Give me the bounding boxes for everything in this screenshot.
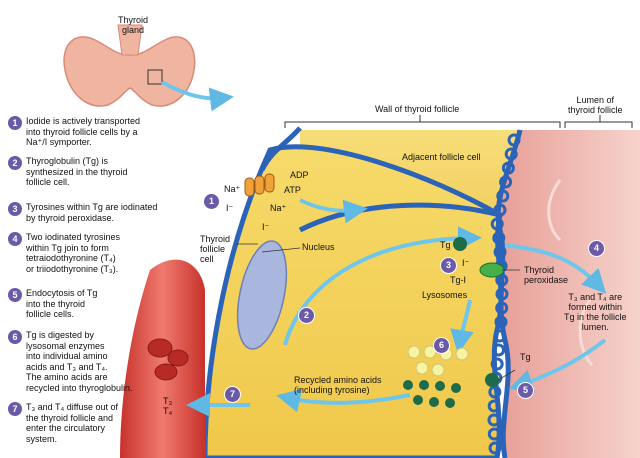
microvillus bbox=[493, 329, 507, 343]
label-recycled: Recycled amino acids (including tyrosine… bbox=[294, 375, 382, 395]
label-follicle-cell: Thyroid follicle cell bbox=[200, 234, 231, 264]
lysosome-cluster bbox=[403, 345, 469, 408]
microvillus bbox=[490, 357, 504, 371]
badge-step-7: 7 bbox=[224, 386, 241, 403]
step-item: 6 Tg is digested by lysosomal enzymes int… bbox=[8, 330, 178, 393]
step-number: 3 bbox=[8, 202, 22, 216]
label-nucleus: Nucleus bbox=[302, 242, 335, 252]
step-number: 2 bbox=[8, 156, 22, 170]
label-na-left: Na⁺ bbox=[224, 184, 241, 194]
step-text: Two iodinated tyrosines within Tg join t… bbox=[26, 232, 121, 274]
badge-step-5: 5 bbox=[517, 382, 534, 399]
microvillus bbox=[495, 301, 509, 315]
step-item: 2 Thyroglobulin (Tg) is synthesized in th… bbox=[8, 156, 178, 188]
label-iodide-left: I⁻ bbox=[226, 203, 234, 213]
step-item: 5 Endocytosis of Tg into the thyroid foll… bbox=[8, 288, 178, 320]
microvillus bbox=[499, 175, 513, 189]
pathway-arrows bbox=[186, 198, 607, 417]
wall-bracket bbox=[284, 121, 561, 128]
microvillus bbox=[492, 231, 506, 245]
tg-endocytosed bbox=[485, 373, 499, 387]
microvillus bbox=[496, 189, 510, 203]
microvillus bbox=[492, 343, 506, 357]
step-text: Iodide is actively transported into thyr… bbox=[26, 116, 141, 147]
step-number: 6 bbox=[8, 330, 22, 344]
badge-step-4: 4 bbox=[588, 240, 605, 257]
microvillus bbox=[487, 399, 501, 413]
label-atp: ATP bbox=[284, 185, 301, 195]
label-tg-lower: Tg bbox=[520, 352, 531, 362]
thyroid-peroxidase-enzyme bbox=[479, 262, 505, 278]
step-number: 1 bbox=[8, 116, 22, 130]
badge-step-6: 6 bbox=[433, 337, 450, 354]
label-t3t4-blood: T₃ T₄ bbox=[163, 396, 173, 416]
label-wall-of-follicle: Wall of thyroid follicle bbox=[375, 104, 460, 114]
tg-vesicle bbox=[453, 237, 467, 251]
microvillus bbox=[501, 161, 515, 175]
thyroid-gland-illustration bbox=[63, 24, 234, 112]
microvillus bbox=[493, 245, 507, 259]
step-item: 1 Iodide is actively transported into thy… bbox=[8, 116, 178, 148]
microvillus bbox=[507, 133, 521, 147]
step-text: Tyrosines within Tg are iodinated by thy… bbox=[26, 202, 158, 223]
label-tg-vesicle: Tg bbox=[440, 240, 451, 250]
na-i-symporter bbox=[244, 173, 275, 197]
step-number: 7 bbox=[8, 402, 22, 416]
nucleus-shape bbox=[236, 240, 288, 350]
step-item: 7 T₃ and T₄ diffuse out of the thyroid fo… bbox=[8, 402, 178, 444]
label-thyroid-gland: Thyroid gland bbox=[118, 15, 149, 35]
microvillus bbox=[490, 217, 504, 231]
microvillus bbox=[487, 413, 501, 427]
badge-step-1: 1 bbox=[203, 193, 220, 210]
microvilli bbox=[487, 133, 521, 455]
step-text: Endocytosis of Tg into the thyroid folli… bbox=[26, 288, 98, 319]
label-thyroid-peroxidase: Thyroid peroxidase bbox=[524, 265, 569, 285]
microvillus bbox=[487, 427, 501, 441]
step-number: 5 bbox=[8, 288, 22, 302]
label-adp: ADP bbox=[290, 170, 309, 180]
label-lysosomes: Lysosomes bbox=[422, 290, 468, 300]
step-item: 3 Tyrosines within Tg are iodinated by th… bbox=[8, 202, 178, 223]
label-iodide-lower: I⁻ bbox=[262, 222, 270, 232]
badge-step-3: 3 bbox=[440, 257, 457, 274]
step-text: T₃ and T₄ diffuse out of the thyroid fol… bbox=[26, 402, 119, 444]
microvillus bbox=[488, 385, 502, 399]
microvillus bbox=[488, 441, 502, 455]
step-number: 4 bbox=[8, 232, 22, 246]
step-text: Tg is digested by lysosomal enzymes into… bbox=[26, 330, 133, 393]
label-iodide-peroxidase: I⁻ bbox=[462, 258, 470, 268]
label-tg-i: Tg-I bbox=[450, 275, 467, 285]
microvillus bbox=[495, 287, 509, 301]
lumen-bracket bbox=[564, 121, 633, 128]
microvillus bbox=[504, 147, 518, 161]
microvillus bbox=[495, 273, 509, 287]
badge-step-2: 2 bbox=[298, 307, 315, 324]
label-lumen: Lumen of thyroid follicle bbox=[568, 95, 623, 115]
blood-vessel bbox=[120, 259, 205, 458]
step-item: 4 Two iodinated tyrosines within Tg join … bbox=[8, 232, 178, 274]
label-na-right: Na⁺ bbox=[270, 203, 287, 213]
step-text: Thyroglobulin (Tg) is synthesized in the… bbox=[26, 156, 128, 187]
zoom-box bbox=[147, 69, 163, 85]
microvillus bbox=[494, 315, 508, 329]
label-adjacent-cell: Adjacent follicle cell bbox=[402, 152, 481, 162]
label-t3t4-formed: T₃ and T₄ are formed within Tg in the fo… bbox=[564, 292, 627, 332]
